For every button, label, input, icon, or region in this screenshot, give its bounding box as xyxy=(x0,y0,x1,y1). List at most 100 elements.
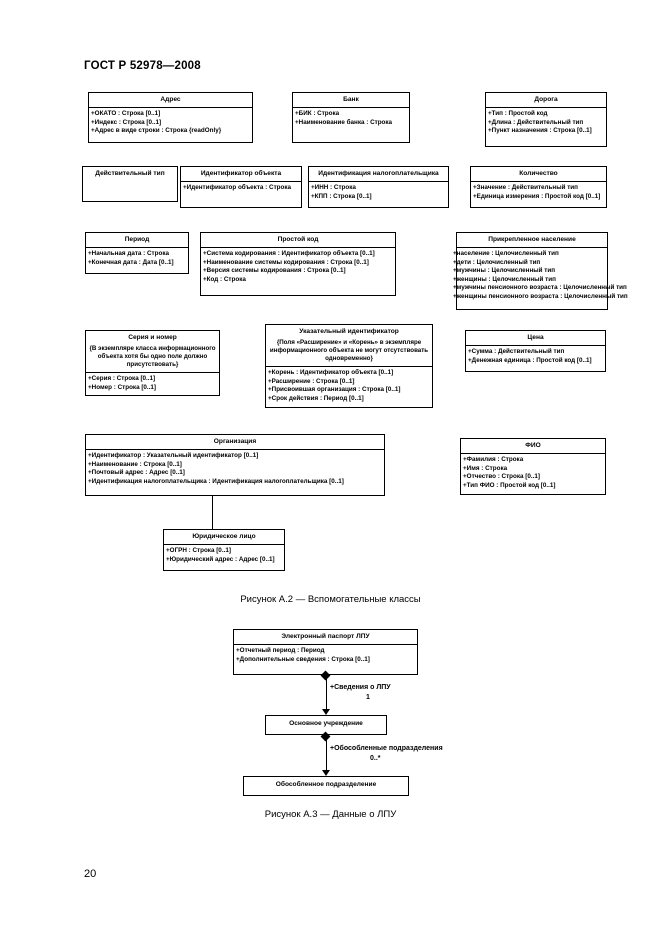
class-box-subdivision: Обособленное подразделение xyxy=(243,776,409,796)
attribute: +мужчины : Целочисленный тип xyxy=(453,267,556,275)
attribute: +Дополнительные сведения : Строка [0..1] xyxy=(236,655,370,663)
class-attributes: +Фамилия : Строка +Имя : Строка +Отчеств… xyxy=(461,454,605,492)
class-attributes: +Система кодирования : Идентификатор объ… xyxy=(201,248,395,286)
attribute: +Юридический адрес : Адрес [0..1] xyxy=(166,555,275,563)
attribute: +Срок действия : Период [0..1] xyxy=(268,394,364,402)
class-title: Простой код xyxy=(201,233,395,249)
attribute: +Конечная дата : Дата [0..1] xyxy=(88,258,174,266)
class-box-population: Прикрепленное население +население : Цел… xyxy=(453,232,628,310)
arrow-icon xyxy=(321,770,330,776)
class-title: Указательный идентификатор xyxy=(299,328,399,335)
empty-compartment xyxy=(83,181,177,199)
attribute: +Версия системы кодирования : Строка [0.… xyxy=(203,267,346,275)
association-connector xyxy=(325,736,327,772)
class-box-bank: Банк +БИК : Строка +Наименование банка :… xyxy=(292,92,410,143)
class-attributes: +Значение : Действительный тип +Единица … xyxy=(471,182,606,203)
attribute: +женщины пенсионного возраста : Целочисл… xyxy=(453,292,628,300)
class-title: Количество xyxy=(471,167,606,183)
class-attributes: +Отчетный период : Период +Дополнительны… xyxy=(234,645,417,666)
attribute: +Денежная единица : Простой код [0..1] xyxy=(468,356,592,364)
attribute: +Индекс : Строка [0..1] xyxy=(91,118,162,126)
class-box-price: Цена +Сумма : Действительный тип +Денежн… xyxy=(465,330,606,372)
class-attributes: +Серия : Строка [0..1] +Номер : Строка [… xyxy=(86,373,219,394)
attribute: +Начальная дата : Строка xyxy=(88,250,169,258)
class-attributes: +Идентификатор : Указательный идентифика… xyxy=(86,450,384,488)
class-title: Прикрепленное население xyxy=(457,233,607,249)
class-title: Серия и номер xyxy=(128,334,177,341)
attribute: +население : Целочисленный тип xyxy=(453,250,559,258)
attribute: +ОКАТО : Строка [0..1] xyxy=(91,110,161,118)
page-number: 20 xyxy=(84,868,97,880)
attribute: +ОГРН : Строка [0..1] xyxy=(166,547,231,555)
class-box-passport: Электронный паспорт ЛПУ +Отчетный период… xyxy=(233,629,418,675)
class-title: Основное учреждение xyxy=(289,720,363,727)
attribute: +женщины : Целочисленный тип xyxy=(453,275,556,283)
class-box-fio: ФИО +Фамилия : Строка +Имя : Строка +Отч… xyxy=(460,438,606,495)
class-attributes: +Тип : Простой код +Длина : Действительн… xyxy=(486,108,606,138)
edge-multiplicity-main-sub: 0..* xyxy=(370,755,381,762)
class-box-period: Период +Начальная дата : Строка +Конечна… xyxy=(85,232,189,274)
attribute: +Серия : Строка [0..1] xyxy=(88,375,156,383)
edge-label-passport-main: +Сведения о ЛПУ xyxy=(330,684,391,691)
attribute: +Наименование : Строка [0..1] xyxy=(88,460,182,468)
attribute: +Тип ФИО : Простой код [0..1] xyxy=(463,481,556,489)
class-box-address: Адрес +ОКАТО : Строка [0..1] +Индекс : С… xyxy=(88,92,253,143)
attribute: +КПП : Строка [0..1] xyxy=(311,192,372,200)
generalization-connector xyxy=(212,496,213,529)
attribute: +Номер : Строка [0..1] xyxy=(88,383,157,391)
class-box-quantity: Количество +Значение : Действительный ти… xyxy=(470,166,607,208)
attribute: +Фамилия : Строка xyxy=(463,456,524,464)
attribute: +БИК : Строка xyxy=(295,110,340,118)
edge-label-main-sub: +Обособленные подразделения xyxy=(330,745,443,752)
attribute: +Отчество : Строка [0..1] xyxy=(463,473,540,481)
attribute: +Наименование банка : Строка xyxy=(295,118,393,126)
class-title: Действительный тип xyxy=(95,170,165,177)
attribute: +Длина : Действительный тип xyxy=(488,118,584,126)
attribute: +Адрес в виде строки : Строка {readOnly} xyxy=(91,127,222,135)
attribute: +Единица измерения : Простой код [0..1] xyxy=(473,192,601,200)
class-constraint-note: {В экземпляре класса информационного объ… xyxy=(86,345,219,374)
class-box-legal-entity: Юридическое лицо +ОГРН : Строка [0..1] +… xyxy=(163,529,285,571)
class-title: Обособленное подразделение xyxy=(275,781,377,788)
attribute: +Идентификатор : Указательный идентифика… xyxy=(88,452,259,460)
class-attributes: +ОКАТО : Строка [0..1] +Индекс : Строка … xyxy=(89,108,252,138)
class-title: Дорога xyxy=(486,93,606,109)
attribute: +Код : Строка xyxy=(203,275,246,283)
class-constraint-note: {Поля «Расширение» и «Корень» в экземпля… xyxy=(266,339,432,368)
attribute: +Имя : Строка xyxy=(463,464,508,472)
attribute: +Система кодирования : Идентификатор объ… xyxy=(203,250,375,258)
figure-caption-a2: Рисунок А.2 — Вспомогательные классы xyxy=(240,594,421,605)
attribute: +Отчетный период : Период xyxy=(236,647,325,655)
class-box-taxpayer-id: Идентификация налогоплательщика +ИНН : С… xyxy=(308,166,449,208)
page-header: ГОСТ Р 52978—2008 xyxy=(84,60,201,72)
arrow-icon xyxy=(321,709,330,715)
attribute: +Сумма : Действительный тип xyxy=(468,348,565,356)
figure-caption-a3: Рисунок А.3 — Данные о ЛПУ xyxy=(264,809,397,820)
class-attributes: +ОГРН : Строка [0..1] +Юридический адрес… xyxy=(164,545,284,566)
attribute: +Пункт назначения : Строка [0..1] xyxy=(488,127,592,135)
class-title: Адрес xyxy=(89,93,252,109)
class-title: Идентификация налогоплательщика xyxy=(309,167,448,183)
attribute: +Значение : Действительный тип xyxy=(473,184,578,192)
class-title: Электронный паспорт ЛПУ xyxy=(234,630,417,646)
class-attributes: +ИНН : Строка +КПП : Строка [0..1] xyxy=(309,182,448,203)
class-attributes: +Сумма : Действительный тип +Денежная ед… xyxy=(466,346,605,367)
attribute: +Корень : Идентификатор объекта [0..1] xyxy=(268,369,394,377)
attribute: +Почтовый адрес : Адрес [0..1] xyxy=(88,469,185,477)
class-attributes: +Корень : Идентификатор объекта [0..1] +… xyxy=(266,367,432,405)
class-box-real-type: Действительный тип xyxy=(82,166,178,202)
class-box-series-number: Серия и номер {В экземпляре класса инфор… xyxy=(85,330,220,396)
class-box-main-institution: Основное учреждение xyxy=(265,715,387,735)
class-box-pointer-id: Указательный идентификатор {Поля «Расшир… xyxy=(265,324,433,408)
class-box-simple-code: Простой код +Система кодирования : Идент… xyxy=(200,232,396,296)
attribute: +ИНН : Строка xyxy=(311,184,356,192)
class-title: Идентификатор объекта xyxy=(181,167,301,183)
class-box-object-id: Идентификатор объекта +Идентификатор объ… xyxy=(180,166,302,208)
attribute: +мужчины пенсионного возраста : Целочисл… xyxy=(453,284,627,292)
attribute: +дети : Целочисленный тип xyxy=(453,258,541,266)
class-title: Организация xyxy=(86,435,384,451)
class-title: Юридическое лицо xyxy=(164,530,284,546)
association-connector xyxy=(325,675,327,711)
class-title: ФИО xyxy=(461,439,605,455)
